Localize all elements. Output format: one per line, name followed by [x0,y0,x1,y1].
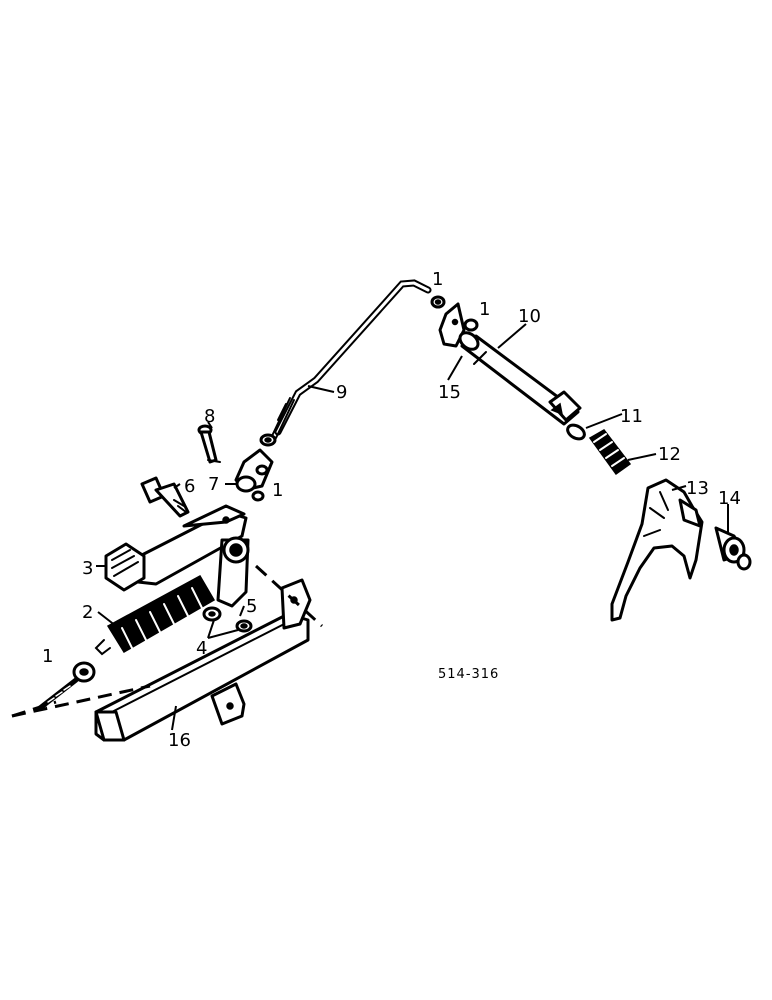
part-eye-bolt [37,661,96,711]
leader-lines [96,323,729,731]
part-bolt [140,476,190,518]
callout-12: 12 [658,444,681,465]
alignment-line-right [254,564,324,628]
callout-labels: 1 1 1 1 2 3 4 5 6 7 8 9 10 11 12 13 14 1… [42,269,741,751]
callout-4: 4 [196,638,207,659]
diagram-code: 514-316 [438,667,499,682]
part-shaft-spring [588,429,632,476]
part-clevis [234,448,274,502]
callout-1-rod-top: 1 [432,269,443,290]
callout-1-eye-bolt: 1 [42,646,53,667]
part-pedal [104,542,146,592]
part-shift-fork [610,478,704,622]
part-shaft [458,331,582,426]
callout-5: 5 [246,596,257,617]
callout-16: 16 [168,730,191,751]
callout-14: 14 [718,488,741,509]
part-return-spring [94,574,216,656]
callout-2: 2 [82,602,93,623]
callout-9: 9 [336,382,347,403]
alignment-line-left [11,684,151,718]
part-nuts [202,606,253,633]
part-o-ring [566,423,586,441]
callout-6: 6 [184,476,195,497]
callout-10: 10 [518,306,541,327]
callout-15: 15 [438,382,461,403]
alignment-line-left-lower [11,700,57,718]
part-rod [271,279,432,439]
callout-7: 7 [208,474,219,495]
part-clevis-pin [197,424,221,464]
callout-13: 13 [686,478,709,499]
callout-8: 8 [204,406,215,427]
part-bracket-plate [438,302,466,348]
callout-3: 3 [82,558,93,579]
washer-bracket [463,318,479,332]
callout-1-bracket: 1 [479,299,490,320]
part-collar [714,526,752,571]
callout-11: 11 [620,406,643,427]
callout-1-clevis: 1 [272,480,283,501]
